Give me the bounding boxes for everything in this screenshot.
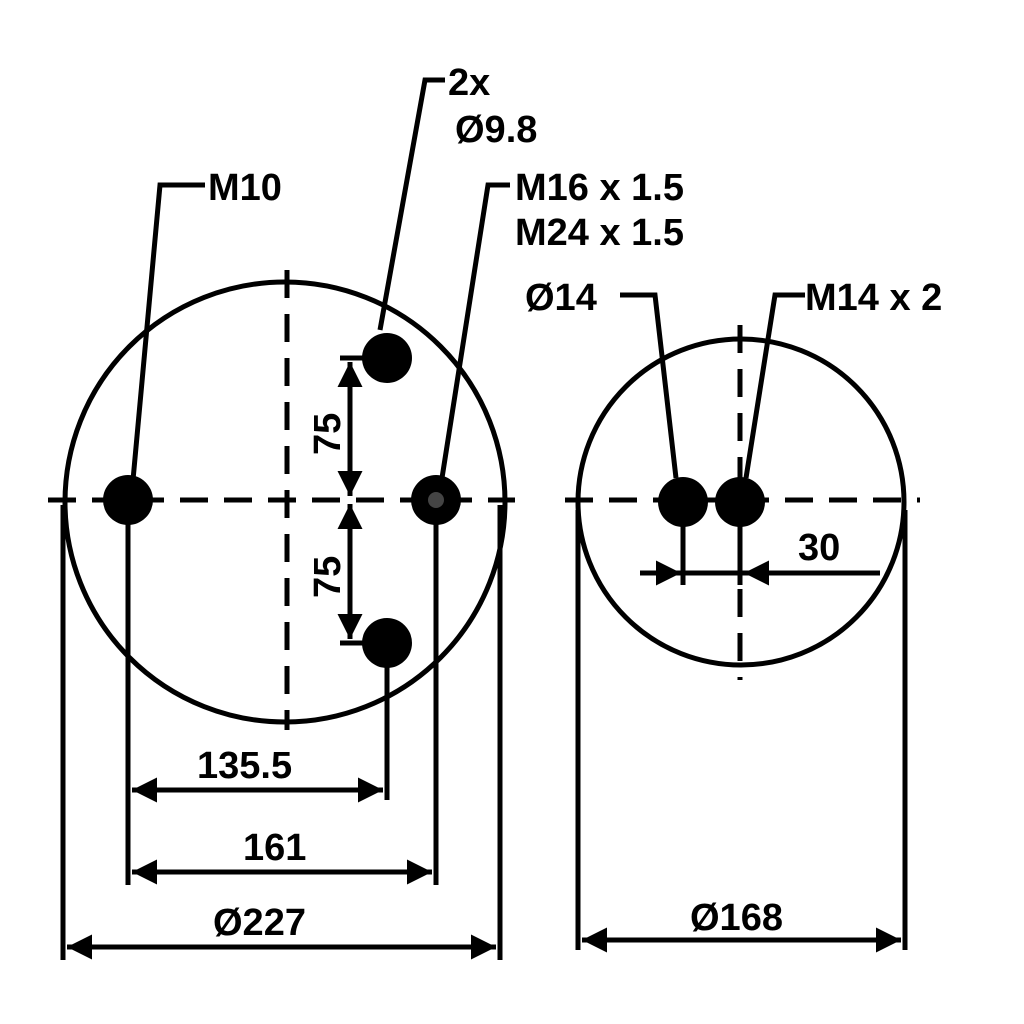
m10-hole [103, 475, 153, 525]
label-dim161: 161 [243, 827, 306, 869]
top-plate-view [48, 77, 515, 960]
m14-hole [715, 477, 765, 527]
label-m10: M10 [208, 167, 282, 209]
label-dim30: 30 [798, 527, 840, 569]
dia14-hole [658, 477, 708, 527]
bottom-plate-view [565, 292, 920, 953]
dia14-leader [620, 292, 679, 479]
label-dim227: Ø227 [213, 902, 306, 944]
label-dim135: 135.5 [197, 745, 292, 787]
air-inlet-bore [428, 492, 444, 508]
label-thread-b: M24 x 1.5 [515, 212, 684, 254]
label-holes-count: 2x [448, 62, 490, 104]
m10-leader [130, 182, 205, 481]
label-dia14: Ø14 [525, 277, 597, 319]
m14-leader [743, 292, 805, 479]
label-dim75-top: 75 [307, 413, 349, 455]
thread-leader [439, 182, 510, 479]
label-holes-dia: Ø9.8 [455, 109, 537, 151]
label-dim168: Ø168 [690, 897, 783, 939]
label-m14: M14 x 2 [805, 277, 942, 319]
label-thread-a: M16 x 1.5 [515, 167, 684, 209]
holes-leader [377, 77, 445, 331]
label-dim75-bottom: 75 [307, 556, 349, 598]
